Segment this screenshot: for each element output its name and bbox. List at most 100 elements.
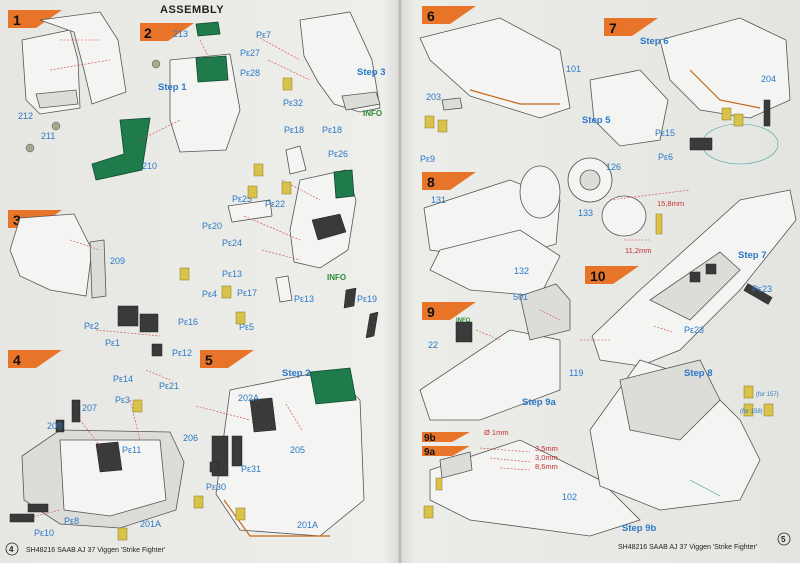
variant-label-157: (for 157) xyxy=(756,392,779,398)
svg-text:4: 4 xyxy=(13,352,21,368)
pe-label-5: Pε5 xyxy=(239,322,254,332)
pe-label-32: Pε32 xyxy=(283,98,303,108)
step-ref-step6: Step 6 xyxy=(640,36,669,47)
step2-seat-parts xyxy=(91,21,241,181)
pe-label-13b: Pε13 xyxy=(294,294,314,304)
dimension-3-0mm: 3,0mm xyxy=(535,453,558,462)
part-label-501: 501 xyxy=(513,292,528,302)
part-label-202A: 202A xyxy=(238,393,259,403)
pe-label-28: Pε28 xyxy=(240,68,260,78)
part-label-209: 209 xyxy=(110,256,125,266)
svg-text:8: 8 xyxy=(427,174,435,190)
note-icon xyxy=(437,119,448,133)
pe-label-25: Pε25 xyxy=(232,194,252,204)
page-title: ASSEMBLY xyxy=(160,4,224,16)
pe-label-13a: Pε13 xyxy=(222,269,242,279)
page-number-left: 4 xyxy=(9,545,14,554)
note-icon xyxy=(235,311,246,325)
step-banner-2: 2 xyxy=(140,23,194,41)
pe-label-8: Pε8 xyxy=(64,516,79,526)
step-banner-5: 5 xyxy=(200,350,254,368)
pe-label-3: Pε3 xyxy=(115,395,130,405)
part-label-22: 22 xyxy=(428,340,438,350)
pe-label-2: Pε2 xyxy=(84,321,99,331)
part-label-205: 205 xyxy=(290,445,305,455)
info-label: INFO xyxy=(363,109,382,118)
note-icon xyxy=(281,181,292,195)
part-label-201A: 201A xyxy=(297,520,318,530)
step-ref-step9a: Step 9a xyxy=(522,397,557,408)
pe-label-12: Pε12 xyxy=(172,348,192,358)
svg-text:3: 3 xyxy=(13,212,21,228)
glue-drop-icon xyxy=(51,121,61,131)
note-icon xyxy=(733,113,744,127)
note-icon xyxy=(221,285,232,299)
svg-text:10: 10 xyxy=(590,268,606,284)
pe-label-23b: Pε23 xyxy=(684,325,704,335)
note-icon xyxy=(117,527,128,541)
info-label: INFO xyxy=(456,318,471,324)
part-label-119: 119 xyxy=(569,368,583,378)
part-label-133: 133 xyxy=(578,208,593,218)
svg-text:6: 6 xyxy=(427,8,435,24)
step-ref-step2: Step 2 xyxy=(282,368,311,379)
footer-right-text: SH48216 SAAB AJ 37 Viggen 'Strike Fighte… xyxy=(618,544,757,551)
step3-main-seat xyxy=(227,145,379,339)
svg-text:5: 5 xyxy=(205,352,213,368)
pe-label-11: Pε11 xyxy=(122,445,141,455)
step-ref-step9b: Step 9b xyxy=(622,523,657,534)
svg-text:9a: 9a xyxy=(424,447,436,458)
step-banner-9a: 9a xyxy=(422,446,470,458)
part-label-203: 203 xyxy=(426,92,441,102)
part-label-131: 131 xyxy=(431,195,446,205)
step4-cockpit-tub xyxy=(9,399,185,529)
pe-label-18b: Pε18 xyxy=(322,125,342,135)
pe-label-15: Pε15 xyxy=(655,128,675,138)
part-label-212: 212 xyxy=(18,111,33,121)
svg-text:7: 7 xyxy=(609,20,617,36)
pe-label-26: Pε26 xyxy=(328,149,348,159)
step1-seat-parts xyxy=(21,11,127,115)
pe-label-6: Pε6 xyxy=(658,152,673,162)
note-icon xyxy=(743,403,754,417)
step10-fuselage xyxy=(580,189,797,367)
note-icon xyxy=(763,403,774,417)
step-banner-10: 10 xyxy=(585,266,639,284)
note-icon xyxy=(247,185,258,199)
step-banner-7: 7 xyxy=(604,18,658,36)
svg-text:9b: 9b xyxy=(424,433,436,444)
step-banner-6: 6 xyxy=(422,6,476,24)
dimension-11-2mm: 11,2mm xyxy=(625,246,652,255)
step-ref-step8: Step 8 xyxy=(684,368,713,379)
pe-label-24: Pε24 xyxy=(222,238,242,248)
part-label-213: 213 xyxy=(173,29,188,39)
step-ref-step5: Step 5 xyxy=(582,115,611,126)
svg-text:2: 2 xyxy=(144,25,152,41)
note-icon xyxy=(235,507,246,521)
page-number-badge xyxy=(777,532,791,546)
step8-intake-parts xyxy=(423,157,691,297)
step5-cockpit-assembly xyxy=(195,367,365,537)
pe-label-9: Pε9 xyxy=(420,154,435,164)
dimension-3-5mm: 3,5mm xyxy=(535,444,558,453)
glue-drop-icon xyxy=(151,59,161,69)
page-number-badge xyxy=(5,542,19,556)
step-banner-8: 8 xyxy=(422,172,476,190)
part-label-207: 207 xyxy=(82,403,97,413)
part-label-208: 208 xyxy=(47,421,62,431)
step-banner-9b: 9b xyxy=(422,432,470,444)
step7-nose-assembly xyxy=(589,17,791,165)
pe-label-20: Pε20 xyxy=(202,221,222,231)
step-banner-1: 1 xyxy=(8,10,62,28)
svg-text:1: 1 xyxy=(13,12,21,28)
note-icon xyxy=(424,115,435,129)
pe-label-31: Pε31 xyxy=(241,464,261,474)
pe-label-1: Pε1 xyxy=(105,338,120,348)
step-ref-step3: Step 3 xyxy=(357,67,386,78)
step8-aft-assembly xyxy=(589,359,761,511)
note-icon xyxy=(423,505,434,519)
pe-label-23a: Pε23 xyxy=(752,284,772,294)
note-icon xyxy=(193,495,204,509)
